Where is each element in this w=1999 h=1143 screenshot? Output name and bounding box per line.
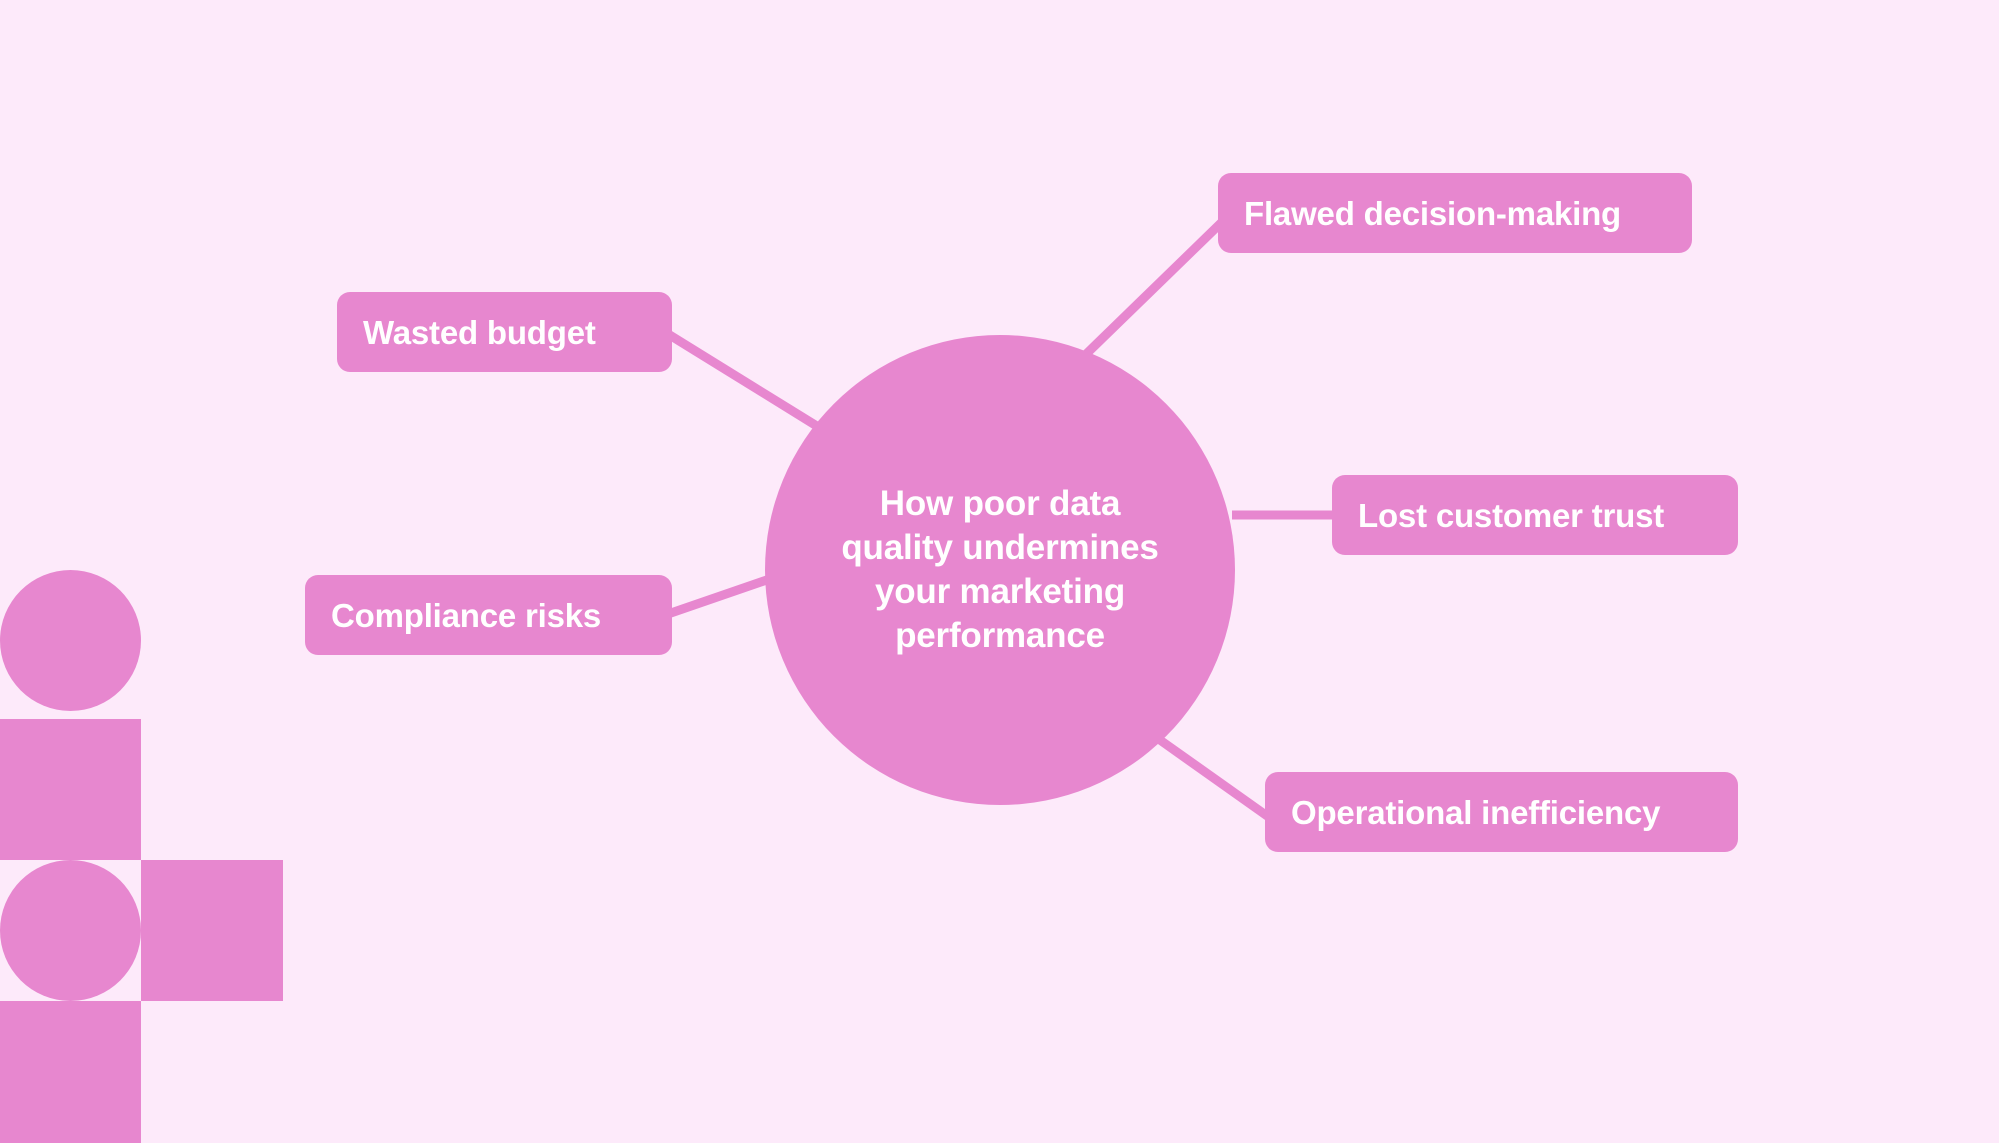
connector-flawed-decision-making (1074, 218, 1226, 366)
branch-label: Compliance risks (331, 596, 602, 634)
branch-node-wasted-budget[interactable]: Wasted budget (337, 292, 672, 372)
branch-label: Operational inefficiency (1291, 793, 1661, 831)
connector-operational-inefficiency (1157, 736, 1273, 822)
branch-label: Wasted budget (363, 313, 596, 351)
branch-label: Lost customer trust (1358, 496, 1665, 534)
connector-wasted-budget (665, 330, 823, 432)
branch-node-lost-customer-trust[interactable]: Lost customer trust (1332, 475, 1738, 555)
branch-node-compliance-risks[interactable]: Compliance risks (305, 575, 672, 655)
branch-node-flawed-decision-making[interactable]: Flawed decision-making (1218, 173, 1692, 253)
branch-node-operational-inefficiency[interactable]: Operational inefficiency (1265, 772, 1738, 852)
branch-label: Flawed decision-making (1244, 194, 1622, 232)
center-node[interactable]: How poor data quality undermines your ma… (765, 335, 1235, 805)
center-node-label: How poor data quality undermines your ma… (841, 483, 1159, 656)
